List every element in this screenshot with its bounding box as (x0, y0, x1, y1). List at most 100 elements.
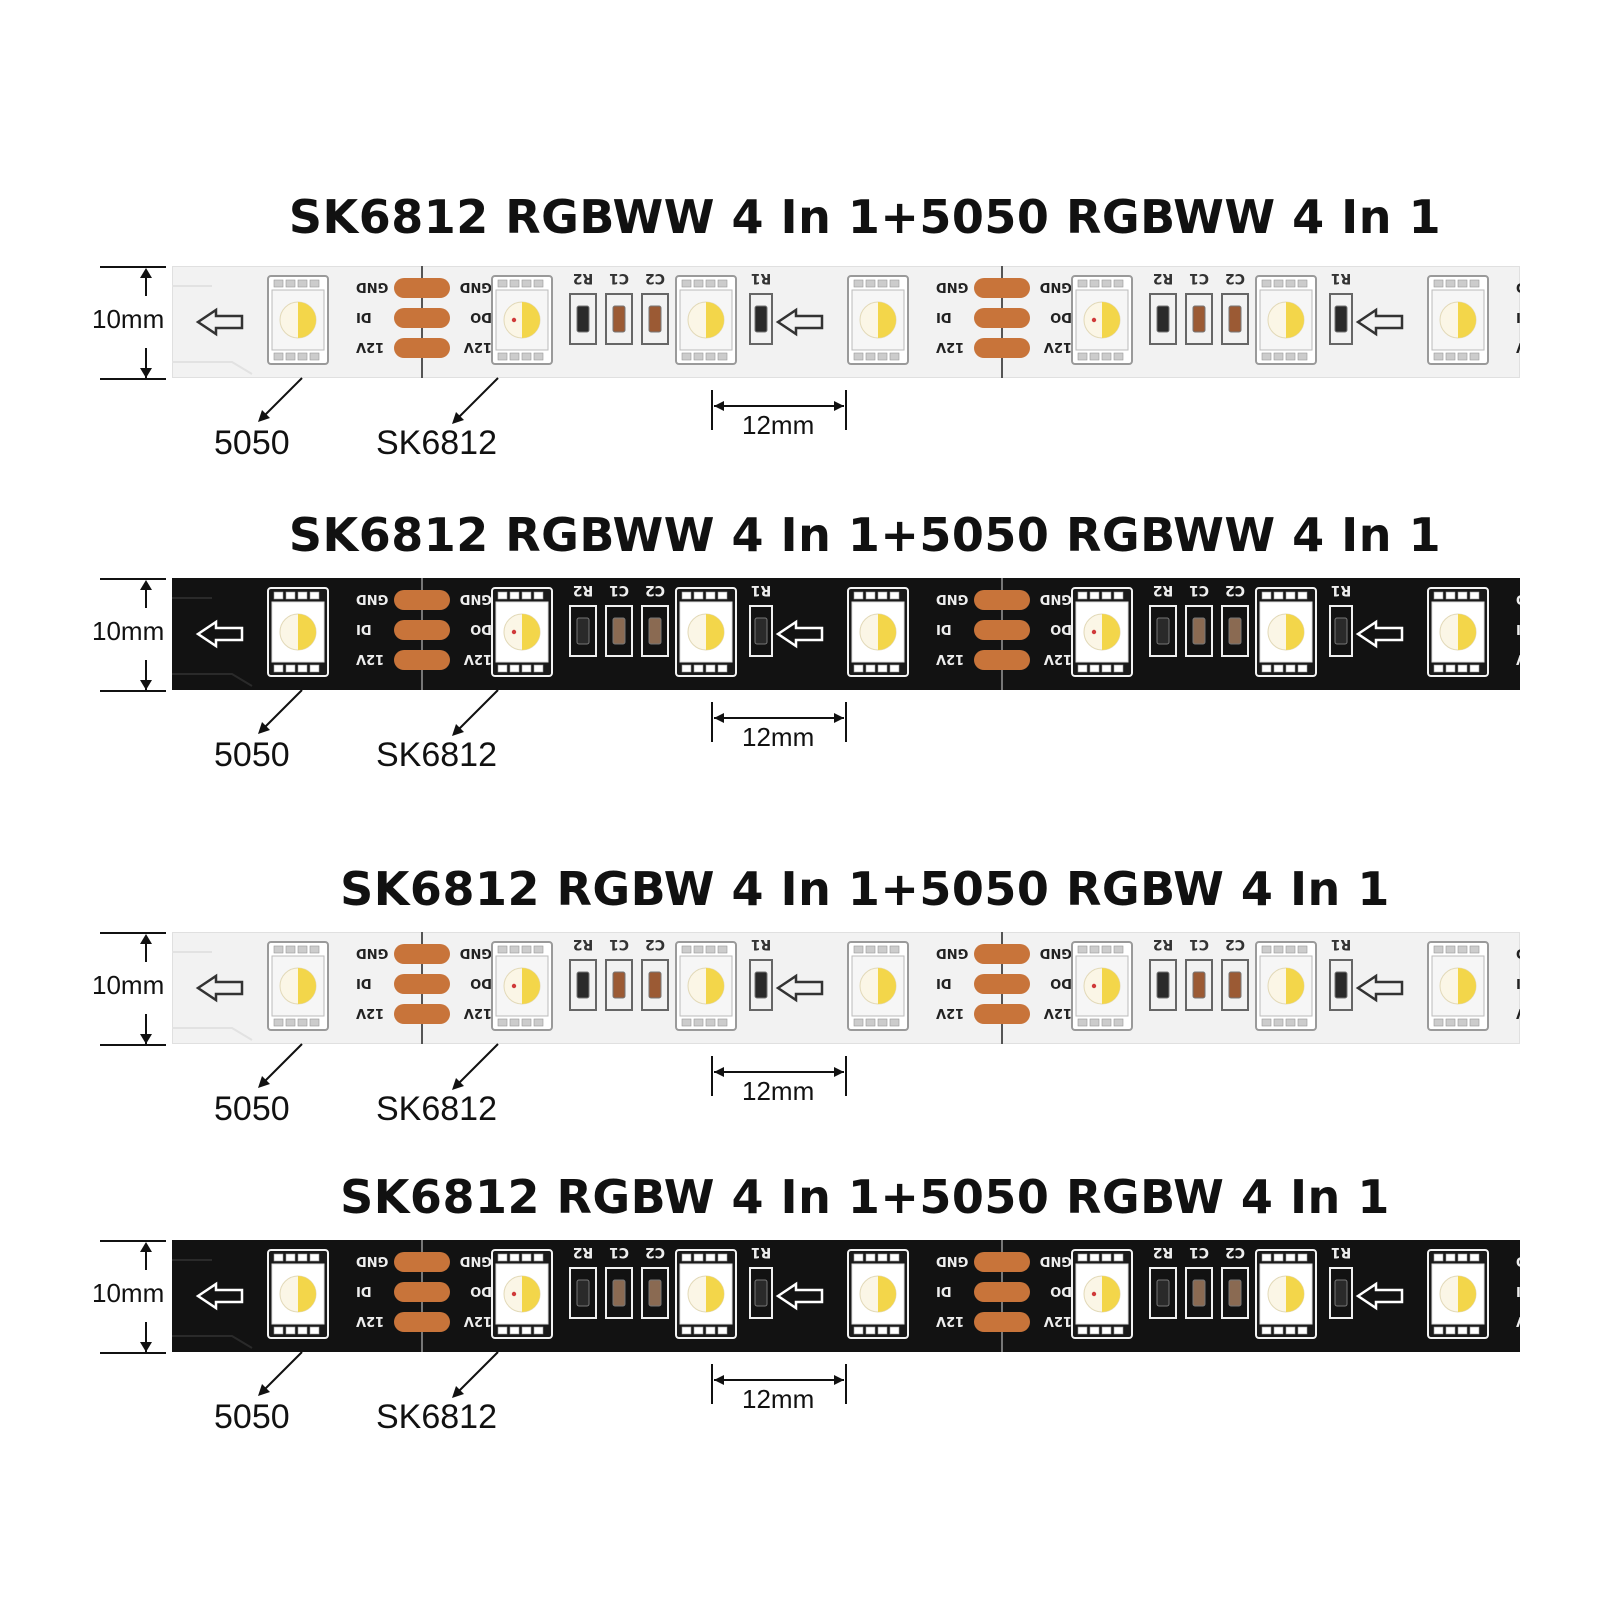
pad-label-out: 12V (464, 651, 492, 666)
led-5050-chip (847, 1249, 909, 1339)
component-label: C2 (1225, 936, 1245, 952)
pad-label-in: DI (356, 309, 372, 324)
pad-label-in: GND (1516, 279, 1520, 294)
direction-arrow-icon (1355, 619, 1404, 649)
component-label: R2 (573, 1244, 594, 1260)
pad-label-out: 12V (464, 1313, 492, 1328)
dimension-line-bottom (100, 1352, 166, 1354)
pad-label-out: GND (1039, 279, 1072, 294)
pad-label-in: DI (1516, 621, 1520, 636)
pad-label-out: GND (1039, 945, 1072, 960)
pad-label-in: 12V (1516, 1313, 1520, 1328)
pad-label-in: GND (936, 279, 969, 294)
pad-label-in: GND (936, 945, 969, 960)
led-5050-chip (847, 941, 909, 1031)
led-5050-chip (267, 1249, 329, 1339)
led-5050-chip (847, 275, 909, 365)
led-sk6812-chip (491, 941, 553, 1031)
direction-arrow-icon (195, 307, 244, 337)
direction-arrow-icon (775, 619, 824, 649)
section-title: SK6812 RGBWW 4 In 1+5050 RGBWW 4 In 1 (288, 508, 1442, 562)
pad-label-out: GND (459, 591, 492, 606)
pad-label-in: DI (356, 975, 372, 990)
led-5050-chip (267, 941, 329, 1031)
led-5050-chip (675, 1249, 737, 1339)
pad-label-in: 12V (936, 1313, 964, 1328)
led-sk6812-chip (1071, 275, 1133, 365)
pad-label-in: DI (1516, 975, 1520, 990)
led-5050-chip (847, 587, 909, 677)
pointer-lines (258, 377, 499, 424)
led-5050-label: 5050 (214, 1090, 290, 1128)
pitch-dimension-label: 12mm (742, 410, 815, 440)
led-sk6812-chip (491, 275, 553, 365)
resistor-r1: R1 (1329, 270, 1353, 345)
component-label: R2 (573, 936, 594, 952)
component-label: C2 (1225, 270, 1245, 286)
pad-label-in: 12V (356, 339, 384, 354)
led-5050-chip (1255, 941, 1317, 1031)
component-label: R2 (1153, 270, 1174, 286)
pad-label-in: DI (936, 1283, 952, 1298)
pointer-lines (258, 689, 499, 736)
pad-label-in: GND (1516, 591, 1520, 606)
smd-components: R2 C1 C2 (1149, 936, 1249, 1011)
component-label: R2 (573, 582, 594, 598)
pointer-lines (258, 1043, 499, 1090)
direction-arrow-icon (195, 1281, 244, 1311)
pad-label-in: GND (356, 279, 389, 294)
component-label: C1 (609, 1244, 629, 1260)
pad-label-out: DO (1050, 309, 1072, 324)
component-label: C1 (609, 936, 629, 952)
resistor-r1: R1 (1329, 582, 1353, 657)
pad-label-in: GND (356, 1253, 389, 1268)
pad-label-in: 12V (936, 651, 964, 666)
led-sk6812-label: SK6812 (376, 736, 497, 774)
pad-label-in: DI (356, 621, 372, 636)
led-5050-label: 5050 (214, 1398, 290, 1436)
resistor-r1: R1 (1329, 1244, 1353, 1319)
direction-arrow-icon (1355, 1281, 1404, 1311)
component-label: C2 (1225, 582, 1245, 598)
width-arrow-icon (140, 580, 152, 690)
component-label: C1 (1189, 1244, 1209, 1260)
pad-label-in: 12V (936, 339, 964, 354)
pad-label-out: GND (1039, 1253, 1072, 1268)
component-label: R1 (1331, 270, 1352, 286)
pad-label-in: DI (936, 309, 952, 324)
direction-arrow-icon (775, 973, 824, 1003)
component-label: R2 (573, 270, 594, 286)
width-dimension-label: 10mm (92, 616, 165, 646)
dimension-line-top (100, 1240, 166, 1242)
component-label: C2 (645, 270, 665, 286)
component-label: R2 (1153, 936, 1174, 952)
led-5050-chip (267, 275, 329, 365)
section-title: SK6812 RGBW 4 In 1+5050 RGBW 4 In 1 (340, 1170, 1390, 1224)
direction-arrow-icon (195, 619, 244, 649)
component-label: C1 (1189, 936, 1209, 952)
component-label: C1 (609, 582, 629, 598)
pad-label-out: GND (459, 945, 492, 960)
pad-label-in: GND (356, 591, 389, 606)
direction-arrow-icon (775, 1281, 824, 1311)
led-sk6812-label: SK6812 (376, 424, 497, 462)
pad-label-out: DO (1050, 621, 1072, 636)
led-5050-chip (675, 941, 737, 1031)
pad-label-in: 12V (356, 651, 384, 666)
led-5050-chip (1427, 941, 1489, 1031)
pitch-dimension-icon (711, 390, 847, 430)
pad-label-in: DI (1516, 309, 1520, 324)
direction-arrow-icon (195, 973, 244, 1003)
